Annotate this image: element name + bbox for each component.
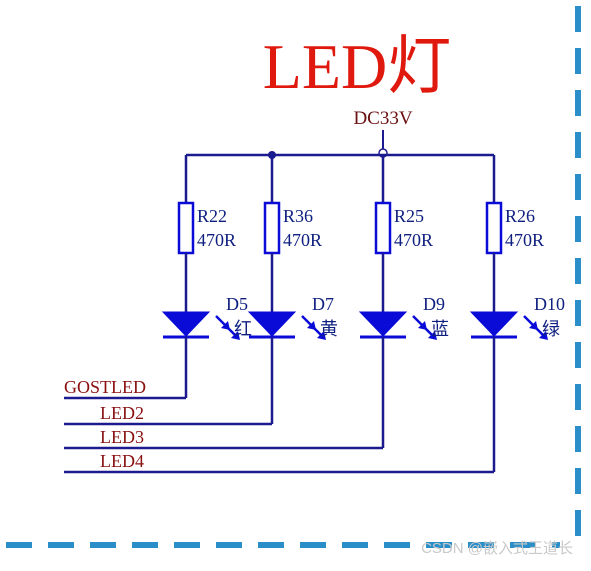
led-diode-symbol [247,311,297,337]
led-ref-label: D9 [423,294,445,314]
led-diode-symbol [358,311,408,337]
net-label: LED4 [100,451,144,471]
led-color-label: 绿 [542,319,560,339]
light-arrowhead-icon [317,331,326,340]
resistor-ref-label: R36 [283,206,313,226]
resistor-value-label: 470R [283,230,322,250]
resistor-value-label: 470R [505,230,544,250]
led-ref-label: D10 [534,294,565,314]
power-label: DC33V [353,108,412,129]
resistor-value-label: 470R [394,230,433,250]
resistor-ref-label: R26 [505,206,535,226]
light-arrowhead-icon [231,331,240,340]
resistor-symbol [374,201,392,255]
net-label: LED2 [100,403,144,423]
led-diode-symbol [161,311,211,337]
led-color-label: 黄 [320,319,338,339]
resistor-ref-label: R25 [394,206,424,226]
led-ref-label: D7 [312,294,334,314]
led-diode-symbol [469,311,519,337]
watermark: CSDN @嵌入式王道长 [421,540,573,557]
resistor-symbol [263,201,281,255]
light-arrowhead-icon [539,331,548,340]
led-color-label: 蓝 [431,319,449,339]
dashed-frame [6,6,581,548]
resistor-ref-label: R22 [197,206,227,226]
led-color-label: 红 [234,319,252,339]
resistor-value-label: 470R [197,230,236,250]
resistor-symbol [485,201,503,255]
light-arrowhead-icon [428,331,437,340]
diagram-title: LED灯 [263,31,451,102]
net-label: GOSTLED [64,377,146,397]
resistor-symbol [177,201,195,255]
led-ref-label: D5 [226,294,248,314]
net-label: LED3 [100,427,144,447]
